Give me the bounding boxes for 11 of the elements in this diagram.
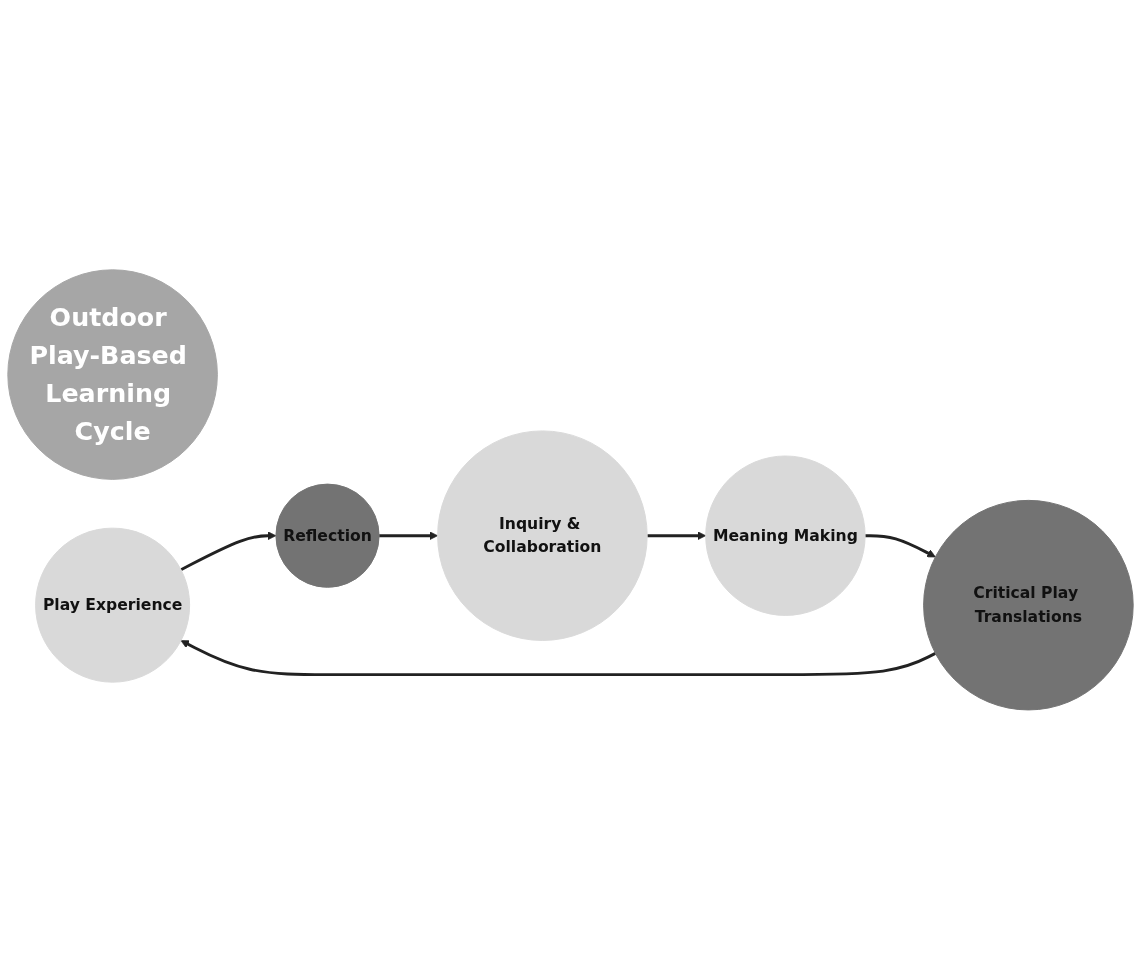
node-circle: Inquiry & Collaboration <box>437 430 648 641</box>
arrow <box>865 533 936 557</box>
arrow <box>647 531 707 540</box>
node-circle: Outdoor Play-Based Learning Cycle <box>7 268 218 480</box>
arrow <box>379 531 438 540</box>
arrow <box>180 531 277 571</box>
arrow <box>180 639 937 676</box>
node-circle: Reflection <box>275 483 380 588</box>
node-circle: Play Experience <box>35 527 191 683</box>
node-circle: Critical Play Translations <box>923 499 1134 711</box>
node-circle: Meaning Making <box>705 455 866 616</box>
